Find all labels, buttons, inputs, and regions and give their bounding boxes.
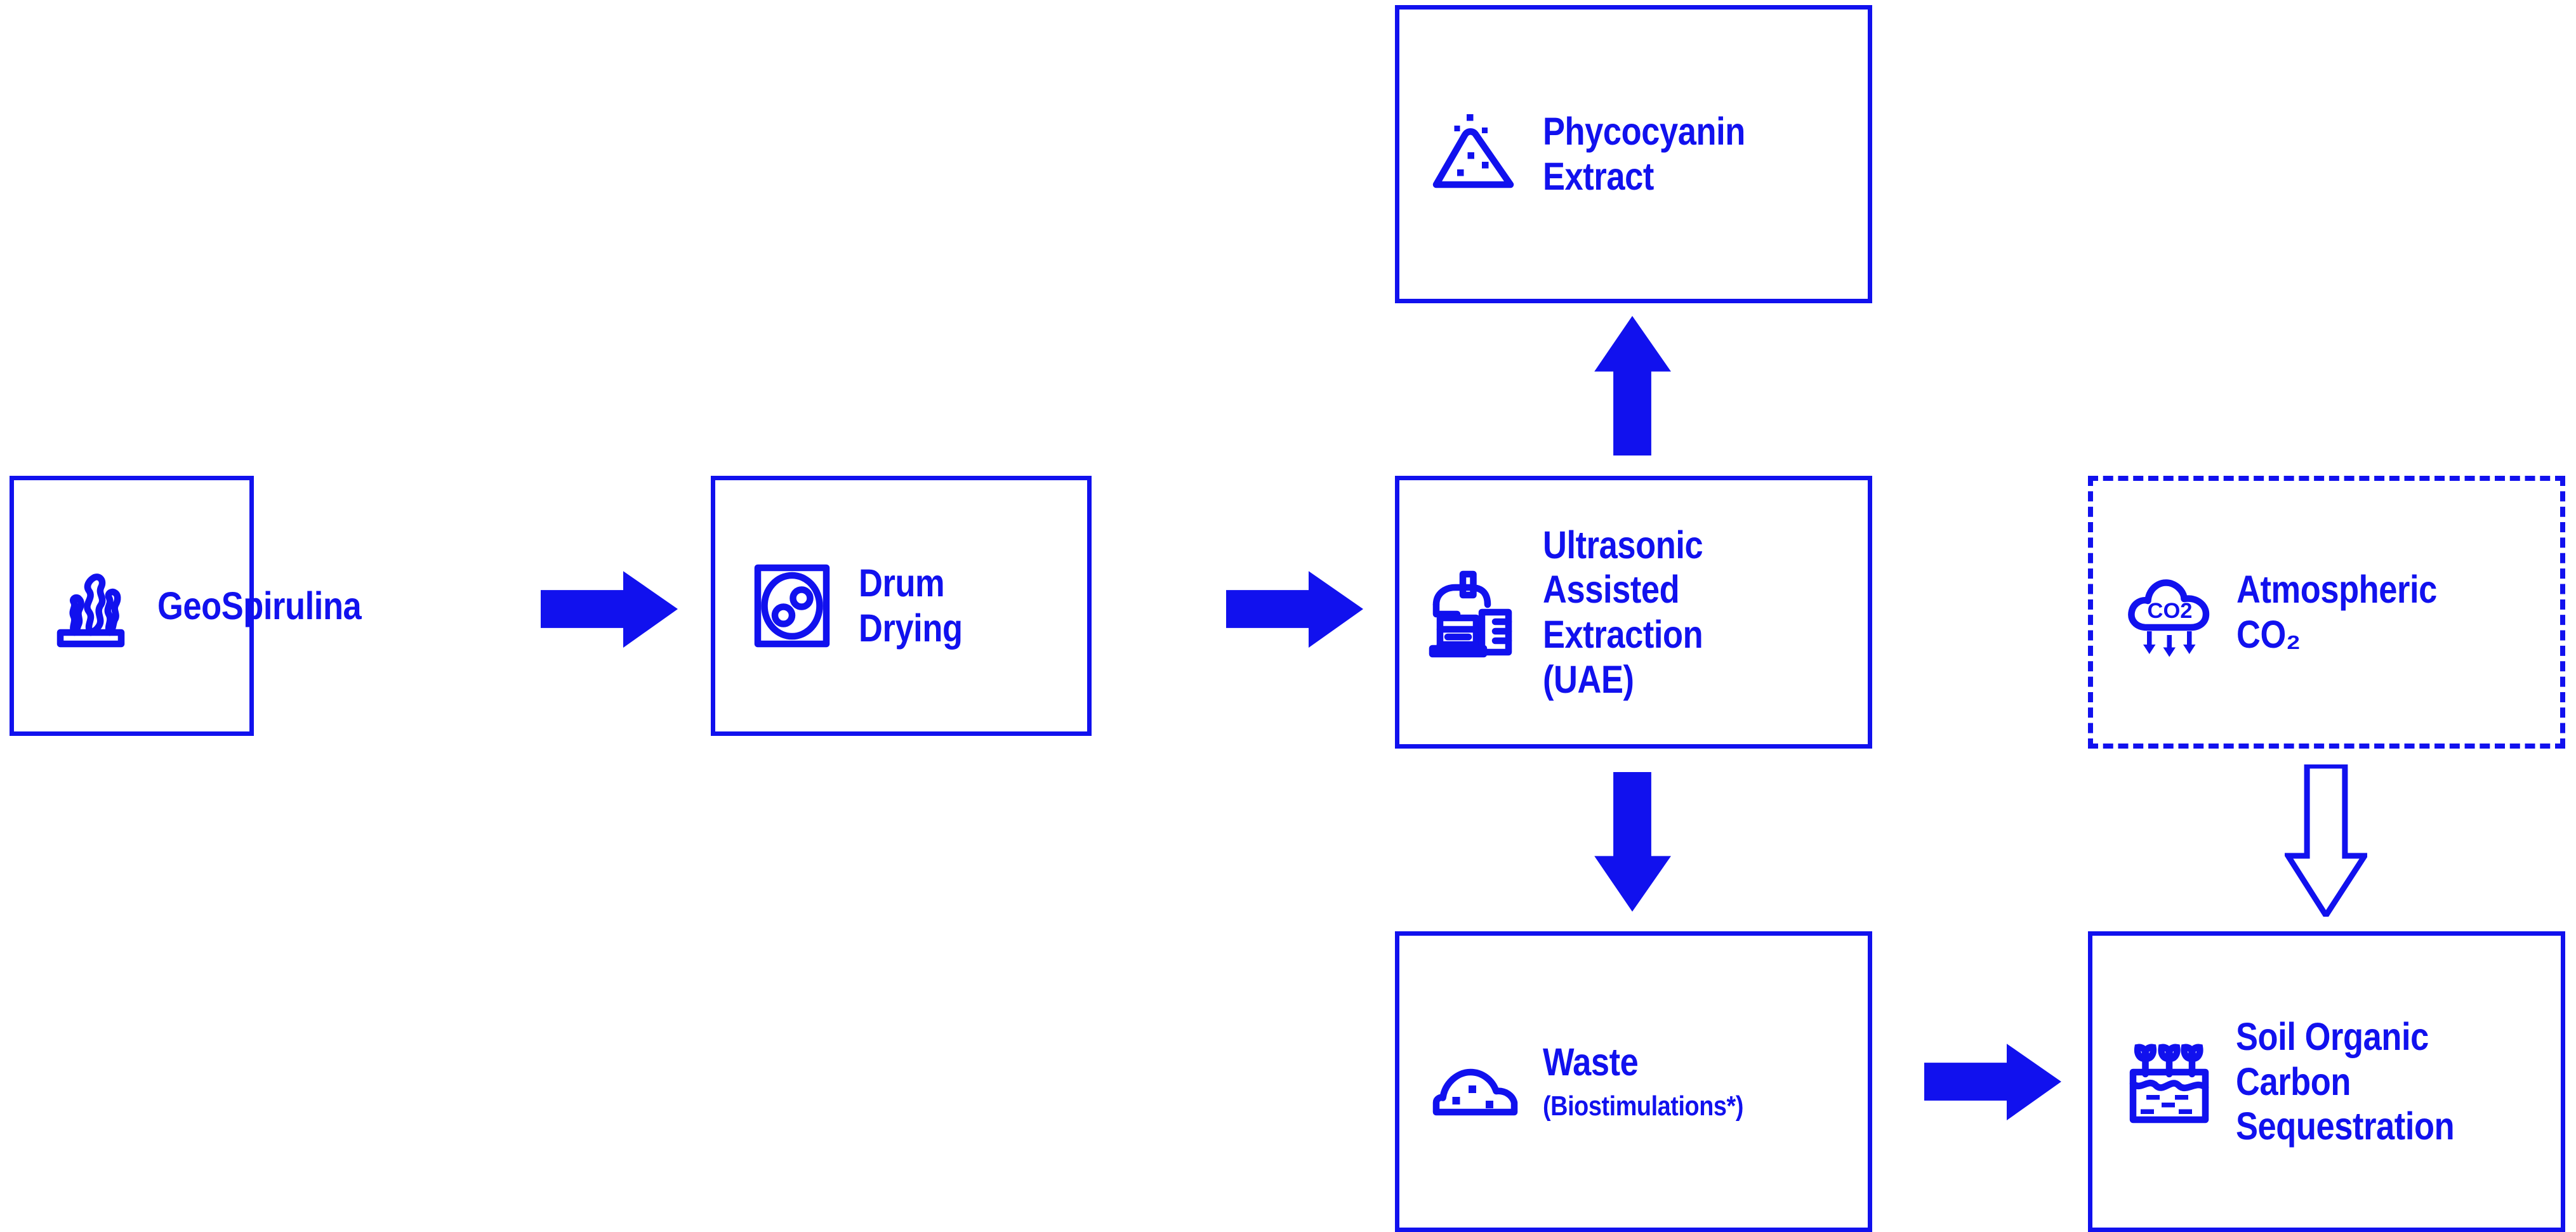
node-label-stack: Phycocyanin Extract	[1543, 109, 1778, 199]
arrow-co2-to-soil	[2285, 764, 2367, 917]
node-label: GeoSpirulina	[157, 584, 362, 627]
node-label-stack: Atmospheric CO₂	[2236, 567, 2469, 657]
node-waste[interactable]: Waste (Biostimulations*)	[1395, 931, 1872, 1232]
node-label-stack: Waste (Biostimulations*)	[1543, 1040, 1776, 1124]
extraction-plant-icon	[1429, 565, 1524, 660]
soil-carbon-icon	[2122, 1034, 2217, 1129]
node-label-stack: Ultrasonic Assisted Extraction (UAE)	[1543, 523, 1729, 702]
svg-text:CO2: CO2	[2148, 599, 2193, 623]
drum-dryer-icon	[744, 558, 840, 653]
node-label: Phycocyanin Extract	[1543, 110, 1745, 198]
algae-icon	[43, 558, 138, 653]
arrow-waste-to-soil	[1923, 1040, 2063, 1123]
node-content: Soil Organic Carbon Sequestration	[2092, 1014, 2561, 1149]
node-label-stack: Drum Drying	[859, 561, 979, 651]
co2-cloud-icon: CO2	[2122, 565, 2217, 660]
node-content: GeoSpirulina	[14, 558, 362, 653]
powder-pile-icon	[1429, 107, 1524, 202]
node-soil-organic-carbon[interactable]: Soil Organic Carbon Sequestration	[2088, 931, 2565, 1232]
node-atmospheric-co2[interactable]: CO2 Atmospheric CO₂	[2088, 476, 2565, 749]
node-content: Phycocyanin Extract	[1399, 107, 1868, 202]
node-label-stack: GeoSpirulina	[157, 584, 395, 629]
node-drum-drying[interactable]: Drum Drying	[711, 476, 1092, 736]
node-content: Ultrasonic Assisted Extraction (UAE)	[1399, 523, 1868, 702]
arrow-drum-to-uae	[1225, 568, 1364, 650]
node-phycocyanin-extract[interactable]: Phycocyanin Extract	[1395, 5, 1872, 303]
node-content: Drum Drying	[715, 558, 1087, 653]
arrow-geospirulina-to-drum	[539, 568, 679, 650]
waste-mound-icon	[1429, 1034, 1524, 1129]
node-label-stack: Soil Organic Carbon Sequestration	[2236, 1014, 2490, 1149]
arrow-uae-to-waste	[1591, 771, 1674, 913]
node-label: Atmospheric CO₂	[2236, 568, 2437, 656]
node-sublabel: (Biostimulations*)	[1543, 1090, 1744, 1122]
node-content: CO2 Atmospheric CO₂	[2093, 565, 2560, 660]
arrow-uae-to-phycocyanin	[1591, 315, 1674, 457]
node-label: Ultrasonic Assisted Extraction (UAE)	[1543, 523, 1703, 701]
node-label: Drum Drying	[859, 561, 963, 650]
node-uae[interactable]: Ultrasonic Assisted Extraction (UAE)	[1395, 476, 1872, 749]
node-label: Soil Organic Carbon Sequestration	[2236, 1014, 2455, 1148]
node-content: Waste (Biostimulations*)	[1399, 1034, 1868, 1129]
node-geospirulina[interactable]: GeoSpirulina	[10, 476, 362, 736]
node-label: Waste	[1543, 1040, 1639, 1084]
